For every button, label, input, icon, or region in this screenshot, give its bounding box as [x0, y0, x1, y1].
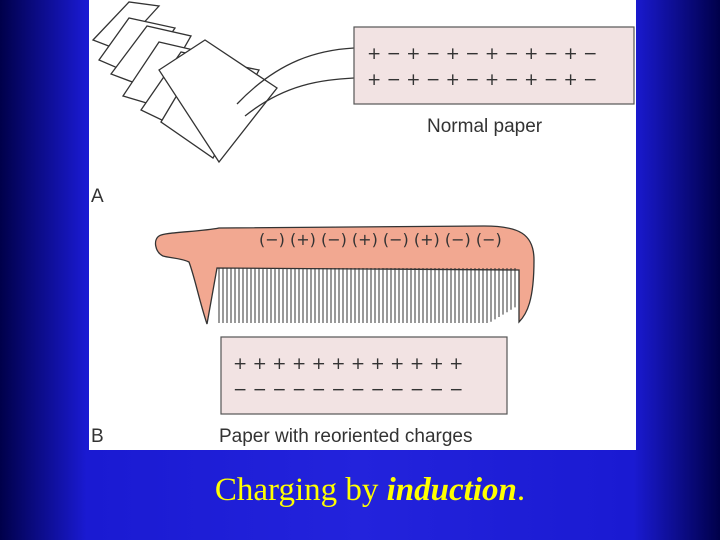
paper-sheets: [91, 1, 278, 164]
reoriented-paper-caption: Paper with reoriented charges: [219, 426, 473, 447]
slide-caption: Charging by induction.: [0, 472, 720, 509]
pointer-line: [236, 47, 355, 105]
charge-row-bottom: + − + − + − + − + − + −: [367, 70, 598, 90]
panel-a-label: A: [91, 186, 104, 207]
charge-row-bottom: − − − − − − − − − − − −: [233, 380, 464, 400]
charge-row-top: + + + + + + + + + + + +: [233, 354, 464, 374]
caption-suffix: .: [516, 472, 526, 508]
panel-b-label: B: [91, 426, 104, 447]
caption-prefix: Charging by: [214, 472, 387, 508]
comb-charges: (−) (+) (−) (+) (−) (+) (−) (−): [259, 230, 502, 249]
normal-paper-box: [353, 26, 635, 105]
pointer-line: [244, 77, 355, 117]
comb-teeth: [218, 268, 516, 323]
paper-sheet: [158, 39, 278, 164]
caption-emphasis: induction: [386, 472, 517, 508]
comb-body: [154, 225, 535, 325]
charge-row-top: + − + − + − + − + − + −: [367, 44, 598, 64]
normal-paper-caption: Normal paper: [427, 116, 543, 137]
induction-diagram: [91, 1, 635, 415]
illustration-panel: + − + − + − + − + − + − + − + − + − + − …: [89, 0, 636, 450]
reoriented-paper-box: [220, 336, 508, 415]
